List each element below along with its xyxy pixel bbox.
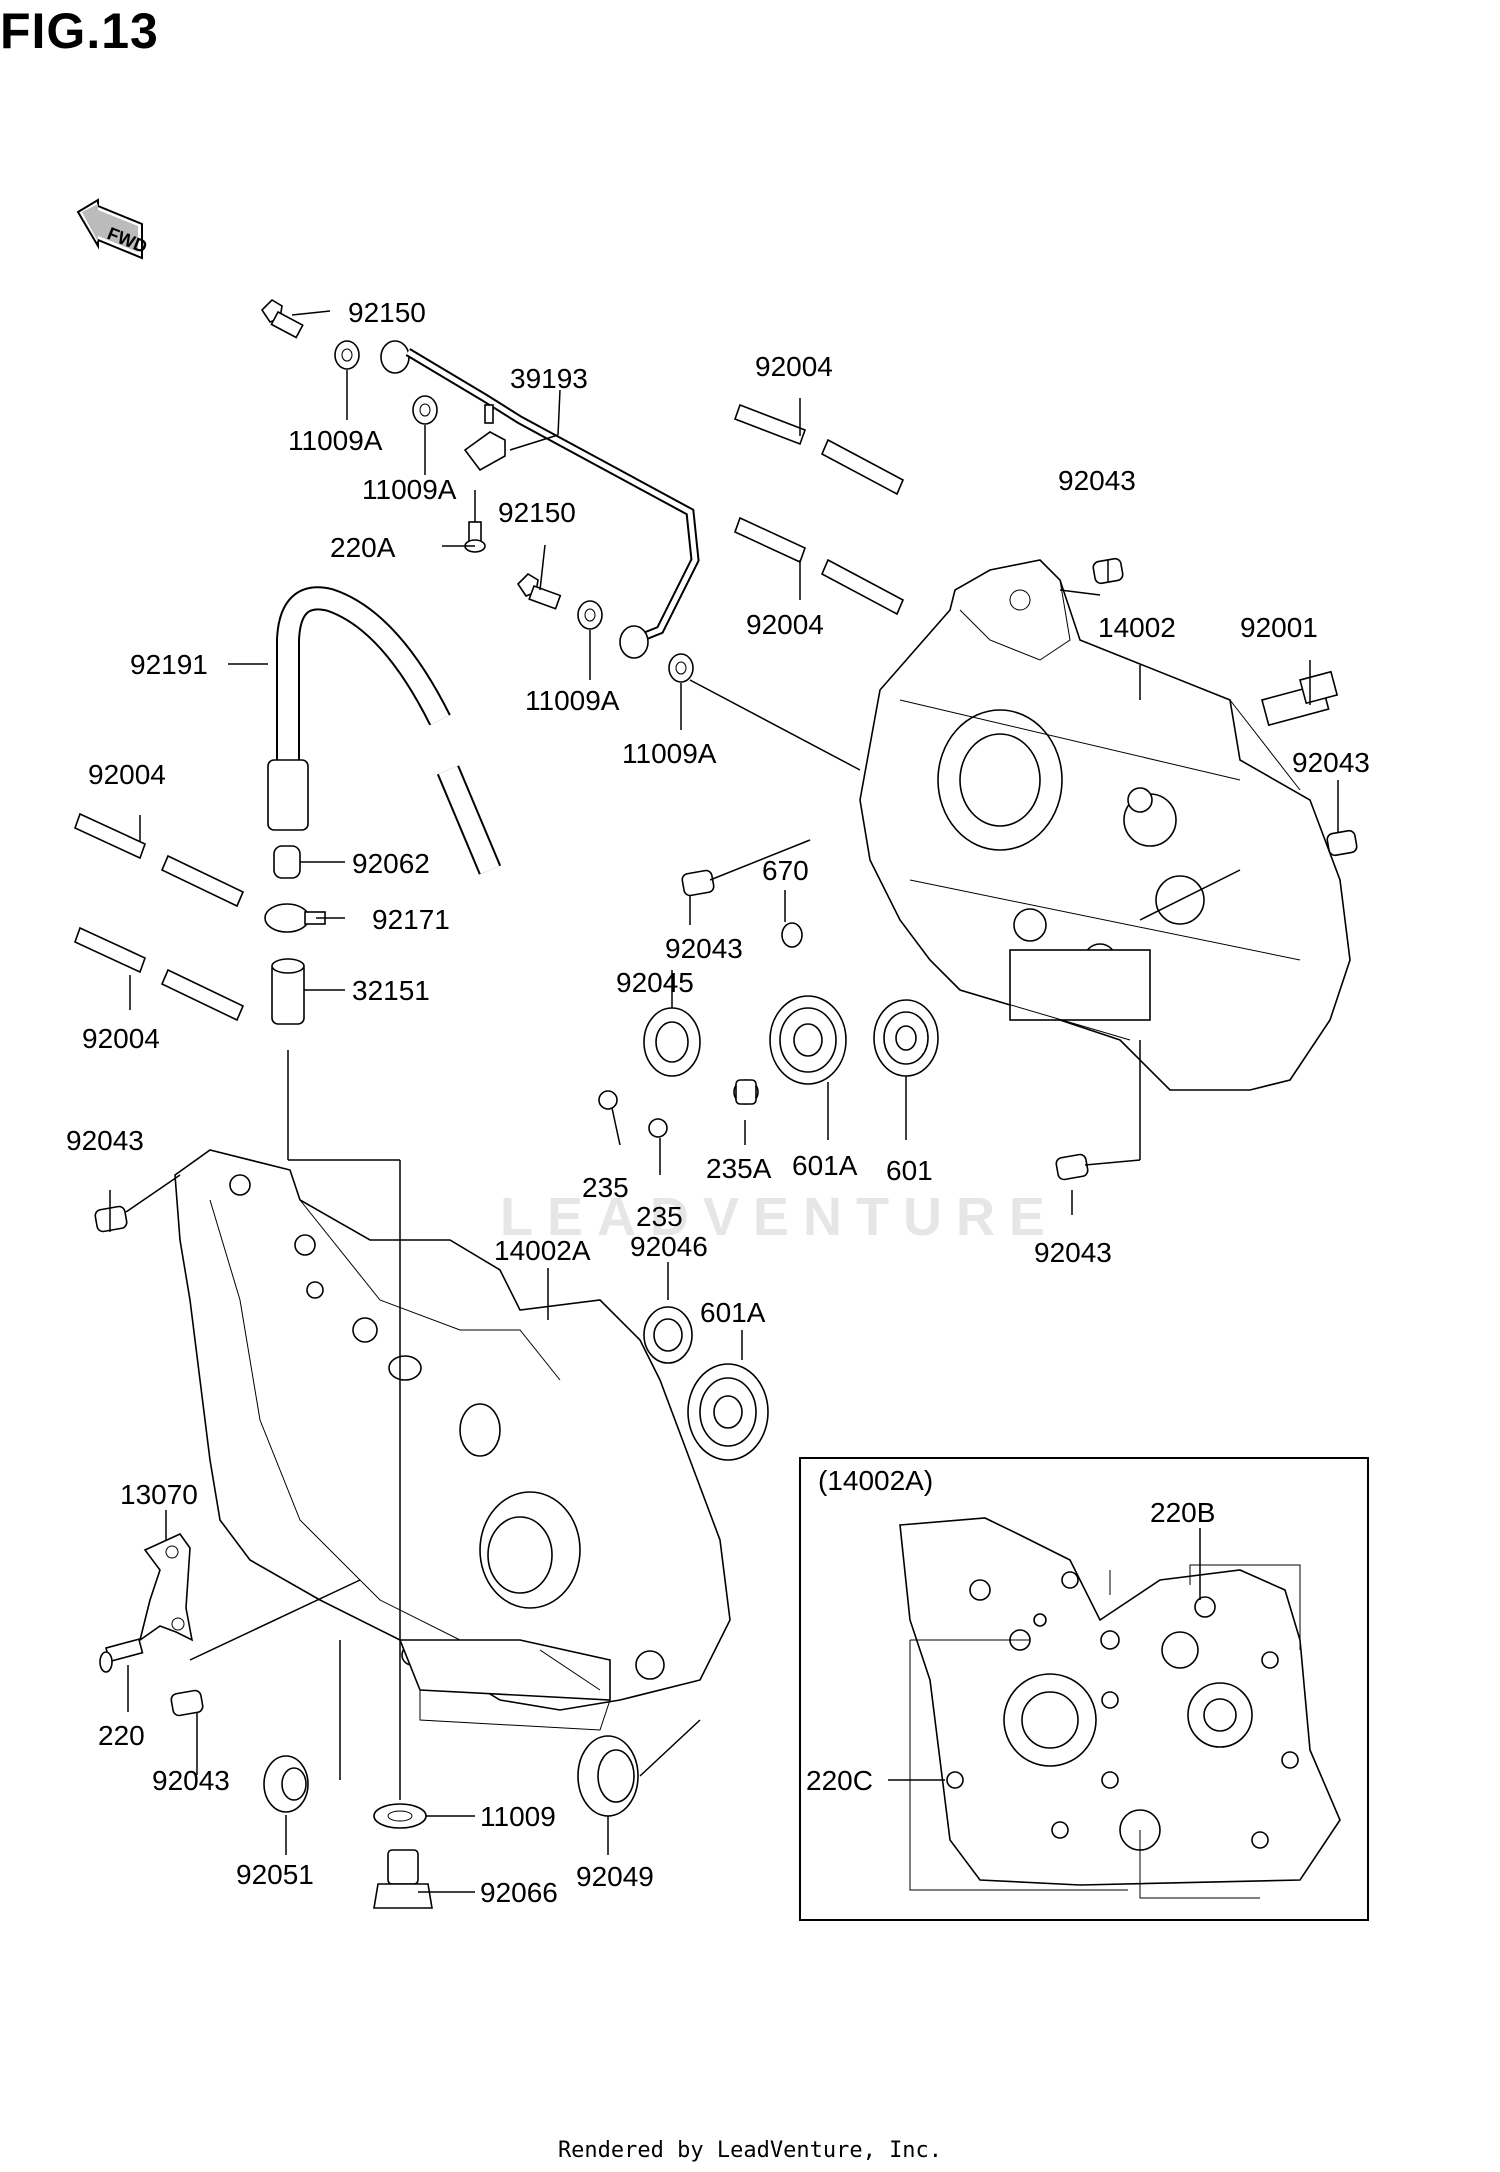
washer-11009A-b	[412, 395, 438, 425]
bolt-92150-a	[260, 298, 304, 339]
callout-220: 220	[98, 1720, 145, 1751]
callout-601A-a: 601A	[792, 1150, 858, 1181]
o-ring-670	[781, 922, 803, 948]
washer-11009A-a	[334, 340, 360, 370]
washer-11009A-d	[668, 653, 694, 683]
callout-601A-b: 601A	[700, 1297, 766, 1328]
guide-13070	[138, 1532, 194, 1642]
callout-92004-a: 92004	[755, 351, 833, 382]
callout-92051: 92051	[236, 1859, 314, 1890]
callout-92066: 92066	[480, 1877, 558, 1908]
callout-11009A-b: 11009A	[362, 474, 457, 505]
washer-11009A-c	[577, 600, 603, 630]
drain-plug-92066	[373, 1849, 433, 1909]
spacer-92062	[273, 845, 301, 879]
callout-14002: 14002	[1098, 612, 1176, 643]
screw-220A	[464, 521, 486, 553]
callout-220B: 220B	[1150, 1497, 1215, 1528]
callout-92043-d: 92043	[1034, 1237, 1112, 1268]
bearing-92045	[643, 1007, 701, 1077]
callout-92062: 92062	[352, 848, 430, 879]
washer-11009	[373, 1803, 427, 1829]
callout-92004-d: 92004	[82, 1023, 160, 1054]
callout-235A: 235A	[706, 1153, 772, 1184]
fwd-arrow-icon: FWD	[76, 198, 150, 260]
callout-92049: 92049	[576, 1861, 654, 1892]
inset-14002A-view	[799, 1457, 1369, 1921]
clamp-92171	[264, 903, 326, 933]
callout-11009A-a: 11009A	[288, 425, 383, 456]
callout-92043-b: 92043	[1292, 747, 1370, 778]
callout-92004-b: 92004	[746, 609, 824, 640]
stud-92004-d	[74, 926, 245, 1022]
callout-92004-c: 92004	[88, 759, 166, 790]
callout-92043-c: 92043	[665, 933, 743, 964]
callout-235-b: 235	[636, 1201, 683, 1232]
oil-seal-92051	[263, 1755, 309, 1813]
callout-92043-f: 92043	[152, 1765, 230, 1796]
callout-11009A-d: 11009A	[622, 738, 717, 769]
stud-92004-c	[74, 812, 245, 908]
inset-title: (14002A)	[818, 1465, 933, 1496]
callout-92043-a: 92043	[1058, 465, 1136, 496]
callout-92046: 92046	[630, 1231, 708, 1262]
screw-235A	[733, 1079, 759, 1105]
callout-92043-e: 92043	[66, 1125, 144, 1156]
callout-14002A: 14002A	[494, 1235, 591, 1266]
bearing-601A-a	[769, 995, 847, 1085]
callout-39193: 39193	[510, 363, 588, 394]
dowel-92043-e	[94, 1205, 128, 1233]
fitting-32151	[271, 958, 305, 1025]
callout-220C: 220C	[806, 1765, 873, 1796]
callout-92150-a: 92150	[348, 297, 426, 328]
figure-title: FIG.13	[0, 3, 159, 59]
callout-labels: 92150 11009A 39193 11009A 220A 92150 110…	[66, 297, 1370, 1908]
stud-92004-b	[734, 516, 905, 616]
callout-92171: 92171	[372, 904, 450, 935]
dowel-92043-f	[170, 1689, 204, 1717]
callout-220A: 220A	[330, 532, 396, 563]
screw-220	[99, 1638, 144, 1673]
dowel-92043-b	[1326, 829, 1358, 857]
crankcase-left-14002A	[174, 1149, 731, 1731]
callout-92001: 92001	[1240, 612, 1318, 643]
footer-credit: Rendered by LeadVenture, Inc.	[557, 2138, 943, 2163]
callout-32151: 32151	[352, 975, 430, 1006]
breather-hose-92191	[267, 586, 502, 875]
callout-92191: 92191	[130, 649, 208, 680]
callout-601: 601	[886, 1155, 933, 1186]
callout-92150-b: 92150	[498, 497, 576, 528]
crankcase-right-14002	[859, 559, 1351, 1091]
bearing-601A-b	[687, 1363, 769, 1461]
bolt-92150-b	[516, 572, 562, 610]
screw-235-a	[598, 1090, 618, 1110]
callout-13070: 13070	[120, 1479, 198, 1510]
bolt-92001	[1261, 670, 1339, 727]
needle-bearing-92046	[643, 1306, 693, 1364]
watermark: LEADVENTURE	[500, 1187, 1060, 1247]
dowel-92043-d	[1055, 1153, 1089, 1181]
oil-seal-92049	[577, 1735, 639, 1817]
callout-670: 670	[762, 855, 809, 886]
screw-235-b	[648, 1118, 668, 1138]
oil-pipe-39193	[380, 340, 700, 659]
bearing-601	[873, 999, 939, 1077]
callout-92045: 92045	[616, 967, 694, 998]
dowel-92043-c	[681, 869, 715, 897]
callout-235-a: 235	[582, 1172, 629, 1203]
stud-92004-a	[733, 403, 905, 496]
leader-lines	[109, 310, 1339, 1893]
callout-11009A-c: 11009A	[525, 685, 620, 716]
callout-11009: 11009	[480, 1801, 556, 1832]
